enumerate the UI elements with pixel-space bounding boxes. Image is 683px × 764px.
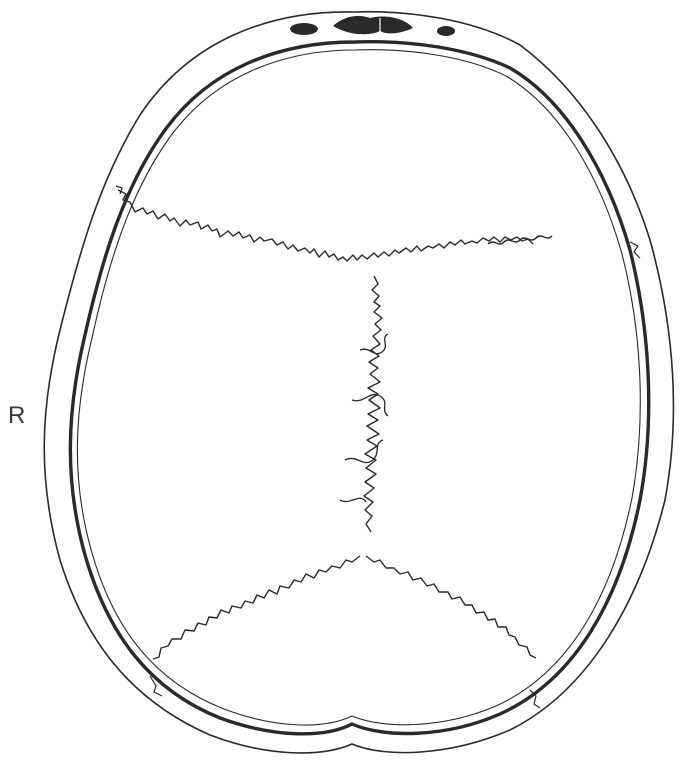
sagittal-suture <box>364 276 382 532</box>
skull-inner-outline <box>70 42 648 734</box>
frontal-sinus-center <box>333 16 413 34</box>
frontal-sinus-right <box>437 26 455 36</box>
side-label-right: R <box>8 402 25 430</box>
sagittal-suture-right-wiggle <box>340 334 388 502</box>
skull-diploe-line <box>77 50 640 725</box>
coronal-suture <box>118 190 533 261</box>
frontal-sinus-left <box>290 23 318 35</box>
lambdoid-suture-right <box>366 556 536 658</box>
skull-outer-outline <box>44 12 673 753</box>
lambdoid-suture <box>153 556 360 659</box>
